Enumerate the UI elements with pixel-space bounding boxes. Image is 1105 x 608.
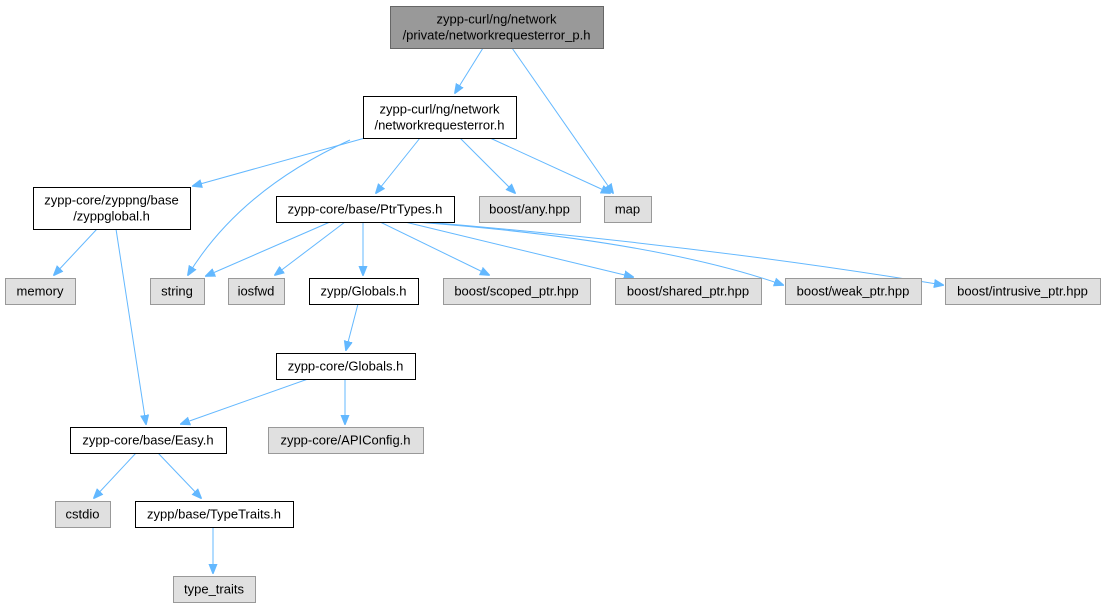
node-box: [390, 6, 604, 49]
node-label: zypp-core/APIConfig.h: [280, 433, 410, 448]
node-boost_any: boost/any.hpp: [479, 196, 581, 223]
node-networkrequesterror[interactable]: zypp-curl/ng/network/networkrequesterror…: [363, 96, 517, 139]
node-label: memory: [17, 284, 64, 299]
edge-core_globals-to-easy: [181, 378, 309, 424]
node-apiconfig: zypp-core/APIConfig.h: [268, 427, 424, 454]
edge-easy-to-cstdio: [94, 452, 137, 498]
node-box: [33, 187, 191, 230]
node-box: [55, 501, 111, 528]
node-label: boost/scoped_ptr.hpp: [454, 284, 578, 299]
node-typetraits[interactable]: zypp/base/TypeTraits.h: [135, 501, 294, 528]
node-label: zypp-core/base/PtrTypes.h: [288, 202, 443, 217]
node-label: zypp-core/base/Easy.h: [82, 433, 213, 448]
node-box: [615, 278, 762, 305]
node-label: /zyppglobal.h: [73, 209, 150, 224]
node-label: boost/intrusive_ptr.hpp: [957, 284, 1088, 299]
node-easy[interactable]: zypp-core/base/Easy.h: [70, 427, 227, 454]
node-label: boost/weak_ptr.hpp: [797, 284, 910, 299]
node-label: zypp/base/TypeTraits.h: [147, 507, 281, 522]
edge-zyppglobal-to-memory: [54, 228, 98, 275]
node-intrusive_ptr: boost/intrusive_ptr.hpp: [945, 278, 1101, 305]
nodes-layer: zypp-curl/ng/network/private/networkrequ…: [5, 6, 1101, 603]
node-box: [268, 427, 424, 454]
edge-networkrequesterror-to-string: [188, 139, 351, 275]
edge-ptrtypes-to-weak_ptr: [414, 221, 783, 285]
node-weak_ptr: boost/weak_ptr.hpp: [785, 278, 922, 305]
edge-networkrequesterror-to-map: [489, 137, 610, 193]
edge-zyppglobal-to-easy: [115, 228, 146, 424]
edge-zypp_globals-to-core_globals: [346, 303, 359, 350]
edge-easy-to-typetraits: [157, 452, 201, 498]
edge-ptrtypes-to-iosfwd: [275, 221, 346, 275]
node-box: [5, 278, 76, 305]
node-box: [70, 427, 227, 454]
node-box: [363, 96, 517, 139]
node-type_traits: type_traits: [173, 576, 256, 603]
edges-layer: [54, 47, 943, 573]
node-memory: memory: [5, 278, 76, 305]
node-label: map: [615, 202, 640, 217]
node-box: [276, 196, 455, 223]
node-label: type_traits: [184, 582, 244, 597]
node-zyppglobal[interactable]: zypp-core/zyppng/base/zyppglobal.h: [33, 187, 191, 230]
node-cstdio: cstdio: [55, 501, 111, 528]
node-box: [785, 278, 922, 305]
node-box: [945, 278, 1101, 305]
node-box: [150, 278, 205, 305]
node-box: [479, 196, 581, 223]
edge-networkrequesterror-to-boost_any: [459, 137, 515, 193]
node-label: zypp-core/Globals.h: [288, 359, 404, 374]
edge-ptrtypes-to-string: [206, 221, 331, 276]
node-label: string: [161, 284, 193, 299]
node-map: map: [604, 196, 652, 223]
node-box: [604, 196, 652, 223]
node-ptrtypes[interactable]: zypp-core/base/PtrTypes.h: [276, 196, 455, 223]
node-box: [443, 278, 591, 305]
node-label: boost/shared_ptr.hpp: [627, 284, 749, 299]
node-label: zypp-curl/ng/network: [437, 12, 557, 27]
node-box: [276, 353, 416, 380]
edge-networkrequesterror-to-ptrtypes: [376, 137, 421, 193]
node-label: cstdio: [66, 507, 100, 522]
node-root[interactable]: zypp-curl/ng/network/private/networkrequ…: [390, 6, 604, 49]
edge-root-to-networkrequesterror: [455, 47, 484, 93]
node-box: [309, 278, 419, 305]
node-scoped_ptr: boost/scoped_ptr.hpp: [443, 278, 591, 305]
edge-ptrtypes-to-shared_ptr: [404, 221, 633, 277]
node-label: zypp-core/zyppng/base: [44, 193, 178, 208]
node-iosfwd: iosfwd: [228, 278, 285, 305]
edge-ptrtypes-to-intrusive_ptr: [424, 221, 943, 285]
node-string: string: [150, 278, 205, 305]
node-box: [135, 501, 294, 528]
edge-root-to-map: [511, 47, 613, 193]
node-zypp_globals[interactable]: zypp/Globals.h: [309, 278, 419, 305]
node-label: /networkrequesterror.h: [374, 118, 504, 133]
node-core_globals[interactable]: zypp-core/Globals.h: [276, 353, 416, 380]
node-label: /private/networkrequesterror_p.h: [403, 28, 591, 43]
node-label: zypp-curl/ng/network: [380, 102, 500, 117]
edge-ptrtypes-to-scoped_ptr: [379, 221, 489, 275]
node-shared_ptr: boost/shared_ptr.hpp: [615, 278, 762, 305]
node-box: [228, 278, 285, 305]
node-label: zypp/Globals.h: [321, 284, 407, 299]
node-label: iosfwd: [238, 284, 275, 299]
node-box: [173, 576, 256, 603]
node-label: boost/any.hpp: [489, 202, 570, 217]
